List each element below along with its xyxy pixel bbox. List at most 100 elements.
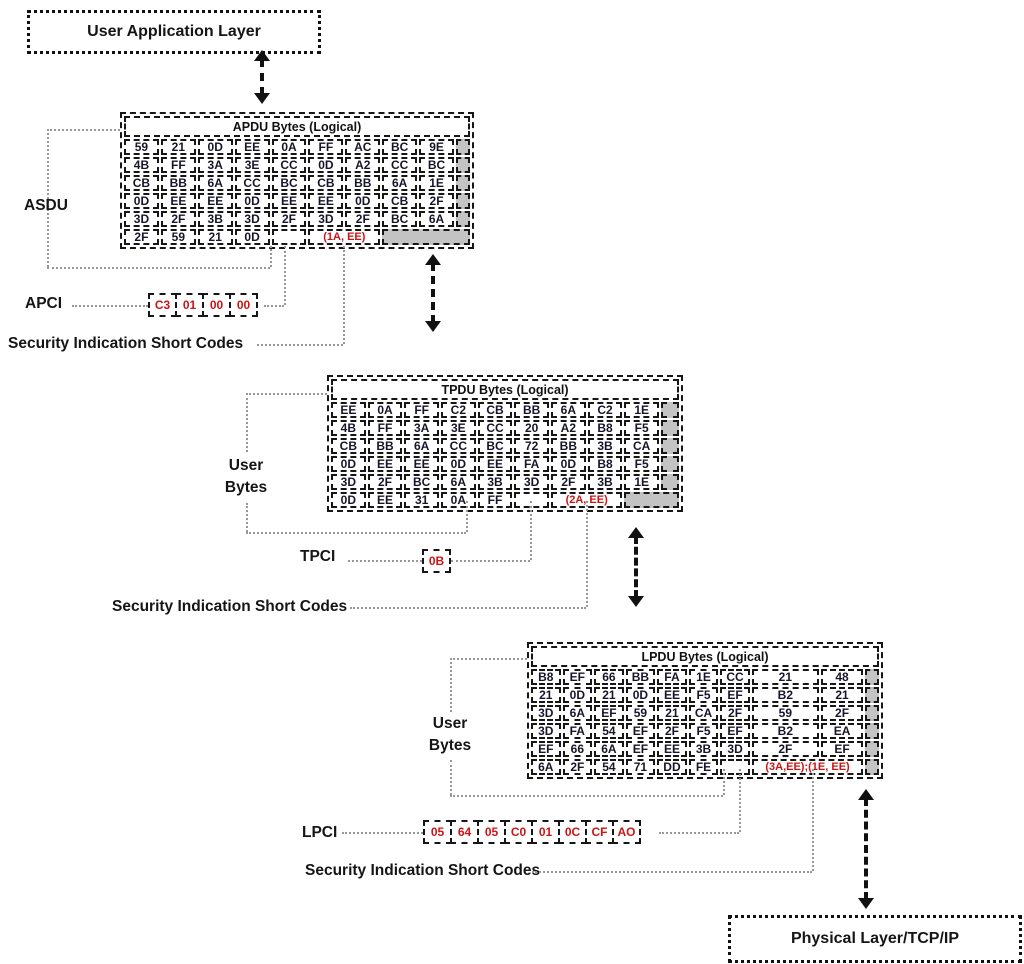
apdu-byte-cell: CB (124, 175, 159, 191)
apdu-byte-cell: BB (160, 175, 196, 191)
apdu-byte-cell (456, 193, 470, 209)
lpdu-byte-cell: 59 (625, 705, 656, 721)
apdu-table-title: APDU Bytes (Logical) (124, 116, 470, 137)
connector-line (530, 501, 532, 560)
apdu-byte-cell: 0D (345, 193, 381, 209)
lpdu-byte-cell (720, 759, 750, 775)
apdu-byte-cell: (1A, EE) (308, 229, 381, 245)
lpdu-byte-cell: 6A (594, 741, 624, 757)
lpdu-byte-cell: 0D (562, 687, 593, 703)
lpdu-byte-cell: 3B (688, 741, 719, 757)
connector-line (812, 769, 814, 871)
tpdu-byte-cell: 3D (331, 474, 366, 490)
arrow-up-icon (425, 254, 441, 265)
apci-byte-cell: C3 (148, 293, 177, 317)
user-bytes-label-lpdu: User Bytes (414, 713, 486, 757)
lpdu-byte-cell: EF (625, 723, 656, 739)
apdu-byte-cell: 6A (419, 211, 454, 227)
lpdu-byte-cell: 3D (531, 723, 561, 739)
lpdu-byte-cell: F5 (688, 687, 719, 703)
arrow-shaft (260, 59, 264, 95)
apdu-byte-cell: 3D (234, 211, 270, 227)
lpdu-byte-cell: 2F (562, 759, 593, 775)
connector-line (47, 267, 270, 269)
lpdu-byte-cell: DD (657, 759, 687, 775)
apdu-byte-cell: 21 (197, 229, 233, 245)
lpdu-byte-cell: 59 (751, 705, 819, 721)
apdu-byte-cell: 9E (419, 139, 454, 155)
lpdu-byte-cell: 6A (562, 705, 593, 721)
apdu-byte-cell: BC (382, 211, 418, 227)
apdu-byte-cell: EE (234, 139, 270, 155)
tpdu-byte-cell: FF (404, 402, 439, 418)
tpdu-byte-cell: 6A (404, 438, 439, 454)
tpdu-byte-cell: 3E (441, 420, 476, 436)
tpdu-byte-cell (661, 474, 679, 490)
tpdu-byte-cell (624, 492, 679, 508)
apdu-byte-cell (456, 139, 470, 155)
connector-line (47, 129, 49, 267)
apdu-byte-cell: 2F (419, 193, 454, 209)
lpdu-byte-cell: 3D (531, 705, 561, 721)
lpdu-byte-cell: 66 (594, 669, 624, 685)
lpdu-byte-cell: FA (562, 723, 593, 739)
apdu-byte-cell: CC (271, 157, 307, 173)
security-codes-label-apdu: Security Indication Short Codes (8, 335, 244, 352)
apdu-byte-cell (456, 211, 470, 227)
tpdu-byte-cell: F5 (624, 420, 659, 436)
connector-line (246, 503, 248, 532)
connector-line (350, 607, 586, 609)
lpdu-byte-cell: (3A,EE);(1E, EE) (751, 759, 864, 775)
apdu-byte-cell: AC (345, 139, 381, 155)
connector-line (270, 246, 272, 267)
arrow-down-icon (254, 93, 270, 104)
lpci-byte-cell: 01 (531, 820, 560, 844)
connector-line (257, 344, 343, 346)
tpdu-byte-cell: EE (367, 492, 403, 508)
tpdu-byte-cell: CB (477, 402, 513, 418)
apdu-byte-cell: 59 (124, 139, 159, 155)
apdu-byte-cell: CC (234, 175, 270, 191)
apdu-byte-cell: BC (419, 157, 454, 173)
apdu-byte-cell: 3E (234, 157, 270, 173)
lpdu-byte-cell: EF (562, 669, 593, 685)
apdu-byte-cell: 2F (345, 211, 381, 227)
user-application-layer-label: User Application Layer (87, 23, 261, 40)
tpdu-table-title: TPDU Bytes (Logical) (331, 379, 679, 400)
tpdu-byte-cell: EE (404, 456, 439, 472)
lpci-byte-cell: CF (585, 820, 614, 844)
lpdu-byte-cell: EF (820, 741, 864, 757)
lpdu-byte-cell (865, 759, 879, 775)
lpdu-byte-cell: 48 (820, 669, 864, 685)
arrow-shaft (431, 263, 435, 323)
tpdu-byte-cell: B8 (587, 456, 623, 472)
apdu-byte-cell: 0D (308, 157, 344, 173)
tpdu-byte-cell: A2 (551, 420, 586, 436)
lpdu-byte-cell: 1E (688, 669, 719, 685)
lpdu-byte-cell: 2F (657, 723, 687, 739)
apdu-byte-cell: 2F (160, 211, 196, 227)
lpdu-byte-cell: 21 (751, 669, 819, 685)
lpdu-byte-cell: EF (625, 741, 656, 757)
tpdu-byte-cell: 20 (514, 420, 549, 436)
tpdu-byte-cell: 4B (331, 420, 366, 436)
apdu-byte-cell: 2F (124, 229, 159, 245)
lpdu-byte-cell: B2 (751, 723, 819, 739)
tpdu-byte-cell: 3B (477, 474, 513, 490)
lpdu-byte-cell: 6A (531, 759, 561, 775)
tpci-label: TPCI (300, 548, 336, 565)
user-application-layer-box: User Application Layer (27, 10, 321, 54)
apdu-byte-cell: 3D (124, 211, 159, 227)
tpdu-byte-cell: 1E (624, 474, 659, 490)
apdu-byte-cell: BC (382, 139, 418, 155)
tpdu-byte-cell: 3B (587, 438, 623, 454)
lpdu-byte-cell (865, 723, 879, 739)
apdu-byte-cell: 3B (197, 211, 233, 227)
tpdu-byte-cell: CB (331, 438, 366, 454)
lpdu-byte-cell: F5 (688, 723, 719, 739)
lpdu-byte-cell: 2F (720, 705, 750, 721)
